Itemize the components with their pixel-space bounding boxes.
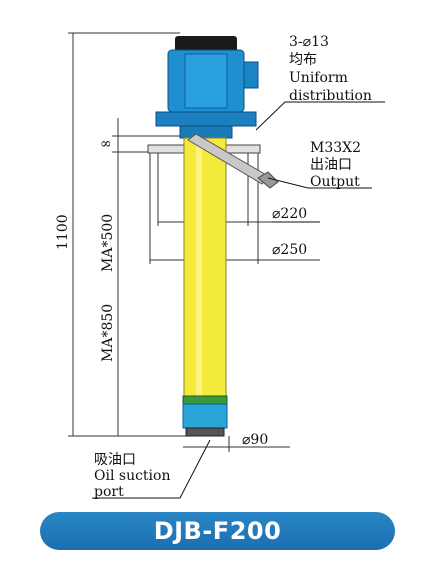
dim-lower-label: MA*850 <box>100 303 116 362</box>
dia-90-label: ⌀90 <box>242 432 269 448</box>
holes-spec-label: 3-⌀13 <box>289 34 329 50</box>
leader-lines <box>92 101 385 499</box>
dia-220-label: ⌀220 <box>272 206 308 222</box>
dim-gap-label: ∞ <box>100 136 112 152</box>
inlet-en2-label: port <box>94 484 124 500</box>
inlet-zh-label: 吸油口 <box>94 452 136 468</box>
outlet-spec-label: M33X2 <box>310 140 362 156</box>
dim-upper-label: MA*500 <box>100 213 116 272</box>
outlet-en-label: Output <box>310 174 360 190</box>
outlet-zh-label: 出油口 <box>310 157 352 173</box>
motor <box>155 36 259 139</box>
dim-total-label: 1100 <box>55 214 71 250</box>
model-badge: DJB-F200 <box>40 512 395 550</box>
outlet-pipe <box>187 133 279 189</box>
dia-250-label: ⌀250 <box>272 242 308 258</box>
pump-column <box>182 137 228 437</box>
inlet-en1-label: Oil suction <box>94 468 171 484</box>
holes-zh-label: 均布 <box>289 52 317 68</box>
holes-en1-label: Uniform <box>289 70 348 86</box>
holes-en2-label: distribution <box>289 88 372 104</box>
model-label: DJB-F200 <box>153 517 282 545</box>
